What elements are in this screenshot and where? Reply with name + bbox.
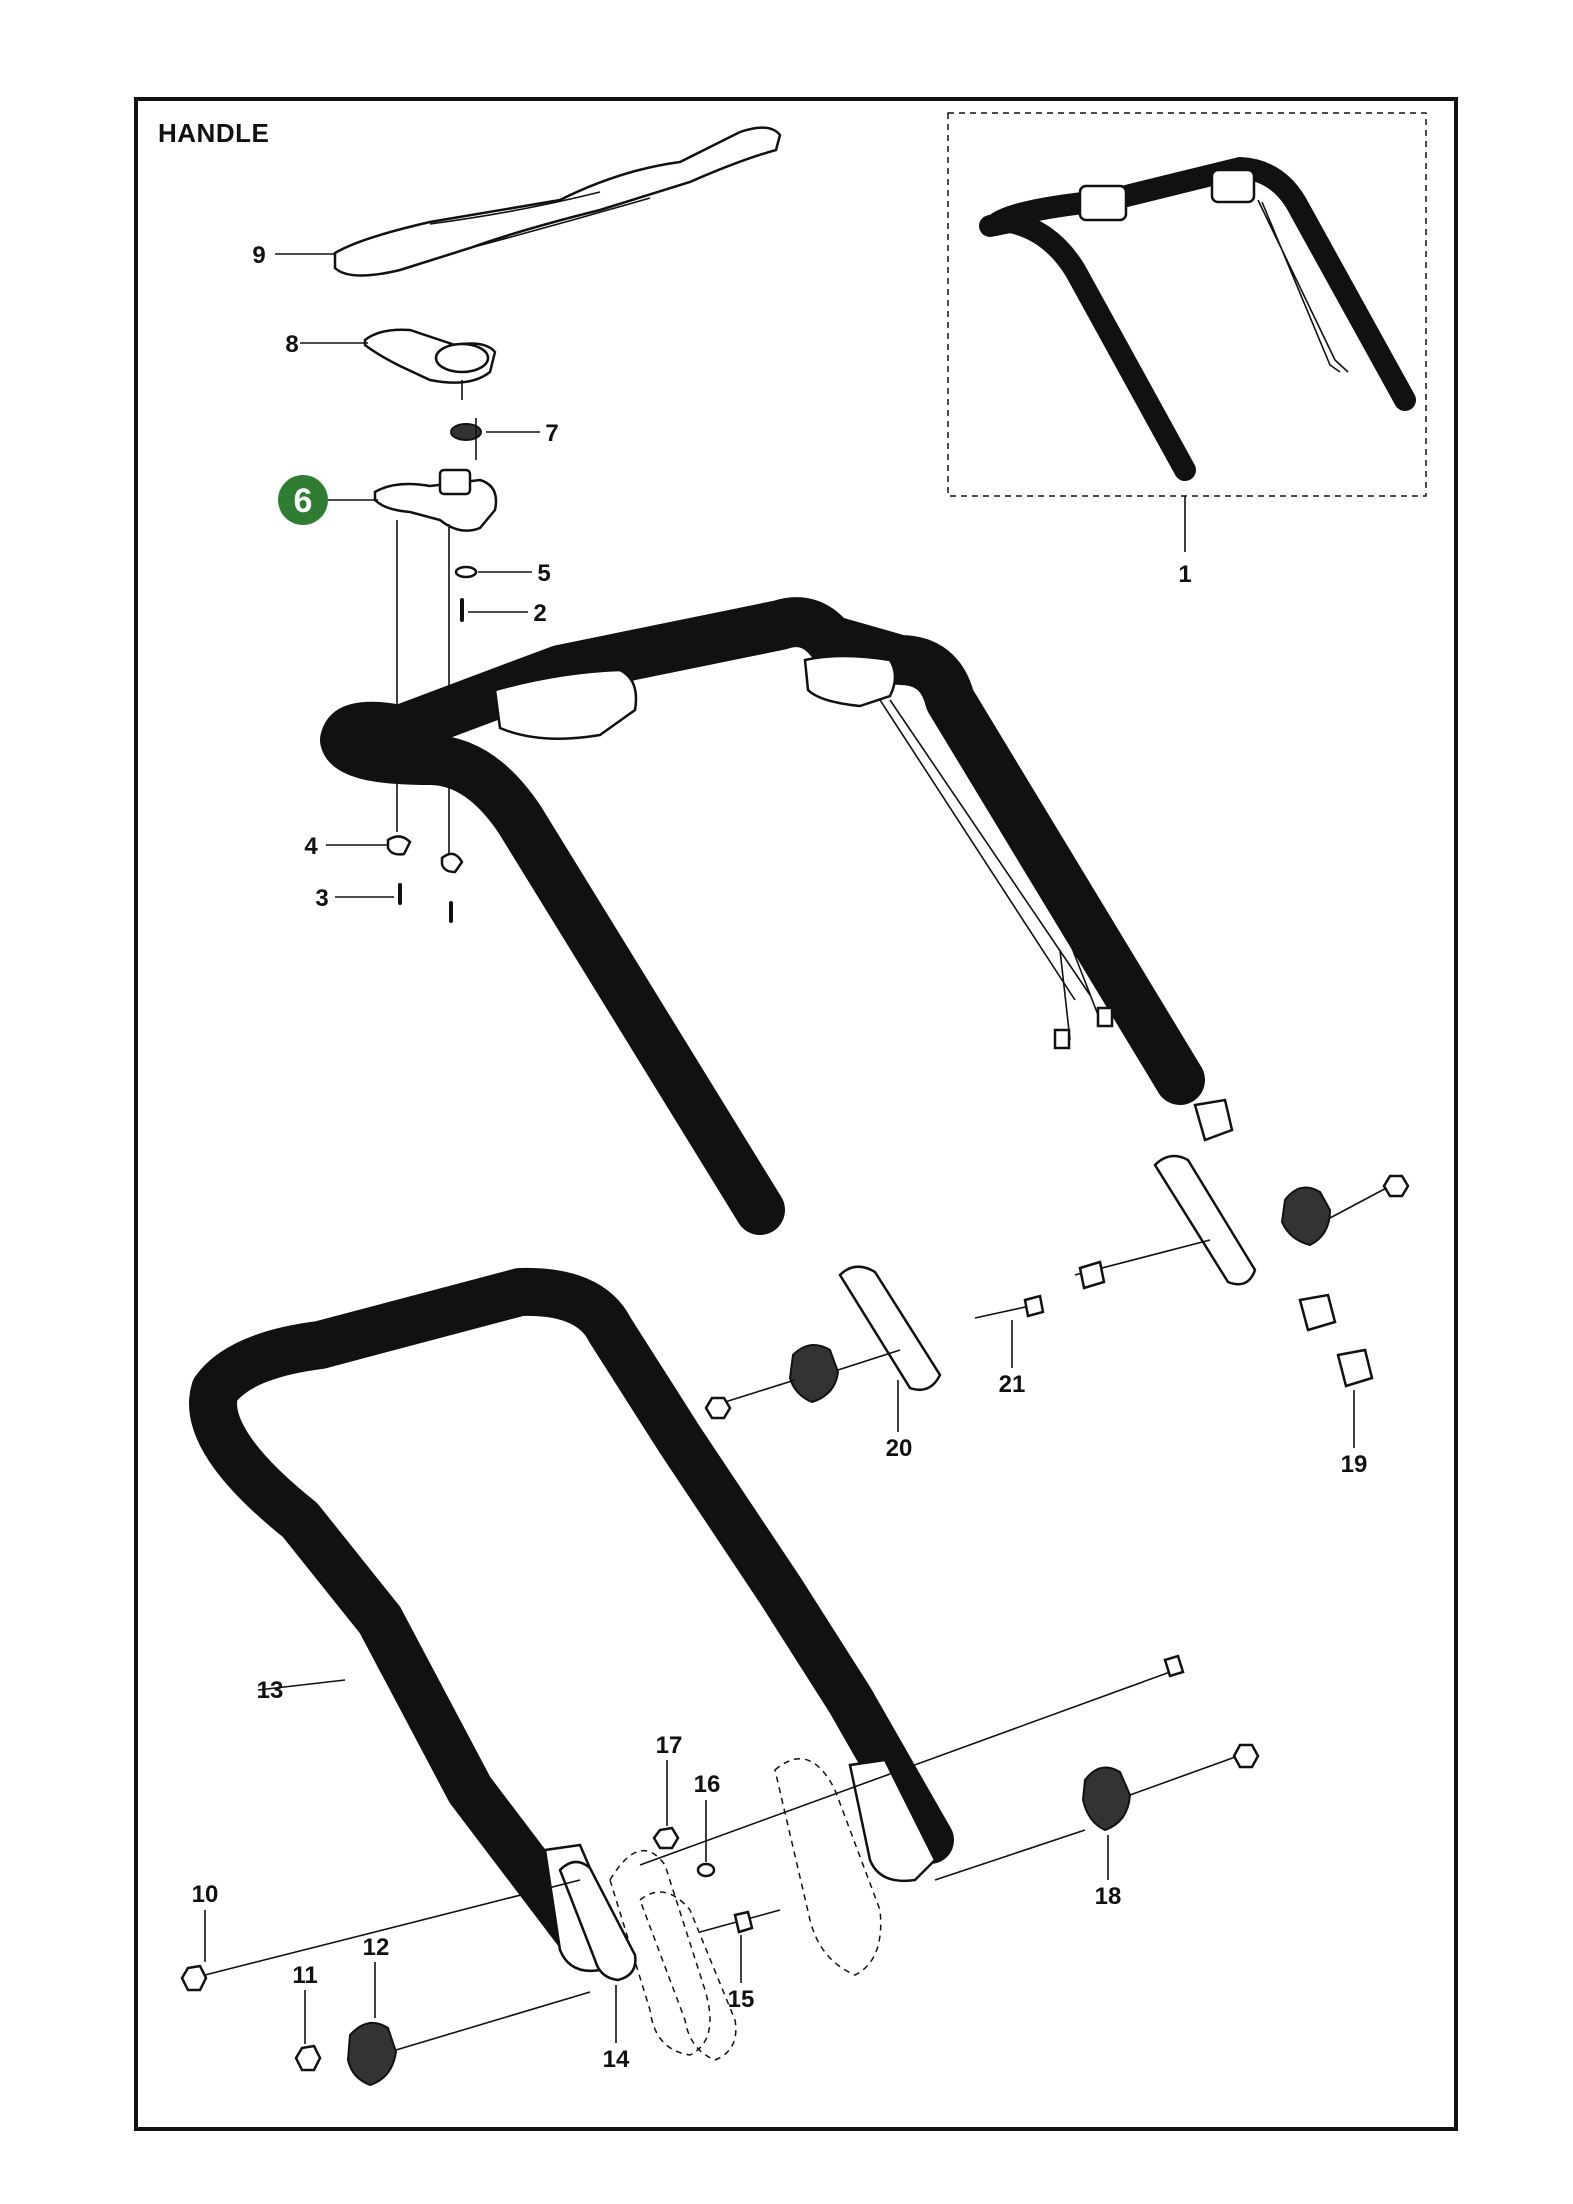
knob-18: [1081, 1766, 1132, 1832]
inset-control-left: [1078, 184, 1128, 222]
connector-right: [1096, 1006, 1114, 1028]
callout-3: 3: [315, 885, 328, 912]
callout-10: 10: [192, 1881, 219, 1908]
bushing-19c: [1336, 1348, 1374, 1388]
highlight-badge: [278, 475, 328, 525]
callout-5: 5: [537, 560, 550, 587]
callout-4: 4: [304, 833, 318, 860]
washer-16: [696, 1862, 716, 1878]
nut-11: [294, 2044, 322, 2072]
callout-19: 19: [1341, 1451, 1368, 1478]
clip-4-right: [440, 852, 464, 874]
upper-control-box-left: [493, 668, 638, 740]
callout-15: 15: [728, 1986, 755, 2013]
bolt-upper: [1078, 1260, 1106, 1290]
bracket: [373, 478, 498, 532]
plate-14: [558, 1860, 637, 1982]
callout-9: 9: [252, 242, 265, 269]
diagram-frame: [134, 97, 1458, 2131]
knob-middle: [788, 1344, 840, 1404]
callout-1: 1: [1178, 561, 1191, 588]
knob-12: [346, 2021, 398, 2087]
callout-14: 14: [603, 2046, 630, 2073]
callout-17: 17: [656, 1732, 683, 1759]
clip-4-left: [386, 835, 412, 856]
inset-control-right: [1210, 168, 1256, 204]
callout-11: 11: [292, 1962, 317, 1989]
bolt-upper-right: [1163, 1654, 1185, 1678]
upper-control-box-right: [803, 654, 897, 708]
callout-7: 7: [545, 420, 558, 447]
bolt-10: [180, 1964, 208, 1992]
page-title: HANDLE: [158, 118, 270, 148]
callout-21: 21: [999, 1371, 1026, 1398]
nut-middle: [704, 1396, 732, 1420]
inset-dashed-box: [947, 112, 1427, 497]
callout-13: 13: [257, 1677, 284, 1704]
callout-20: 20: [886, 1435, 913, 1462]
upper-handle: [320, 597, 1205, 1235]
bushing-19a: [1193, 1098, 1234, 1142]
bolt-15: [733, 1910, 754, 1934]
nut-upper: [1382, 1174, 1410, 1198]
gear-plate-right: [774, 1758, 882, 1976]
bolt-21: [1023, 1294, 1045, 1318]
right-bracket-plate: [848, 1758, 937, 1883]
gear-plate-left: [609, 1849, 711, 2056]
knob-upper: [1280, 1186, 1332, 1247]
bushing-19b: [1298, 1293, 1337, 1332]
nut-17: [652, 1826, 680, 1850]
spring: [450, 423, 482, 441]
callout-12: 12: [363, 1934, 390, 1961]
connector-tube-upper: [1153, 1154, 1257, 1286]
nut-18: [1232, 1743, 1260, 1769]
inset-assembly: [947, 112, 1427, 552]
callout-2: 2: [533, 600, 546, 627]
washer-5: [454, 565, 478, 579]
connector-tube-20: [838, 1265, 942, 1392]
callout-8: 8: [285, 331, 298, 358]
callout-18: 18: [1095, 1883, 1122, 1910]
connector-left: [1053, 1028, 1071, 1050]
callout-16: 16: [694, 1771, 721, 1798]
callout-6: 6: [294, 482, 313, 520]
